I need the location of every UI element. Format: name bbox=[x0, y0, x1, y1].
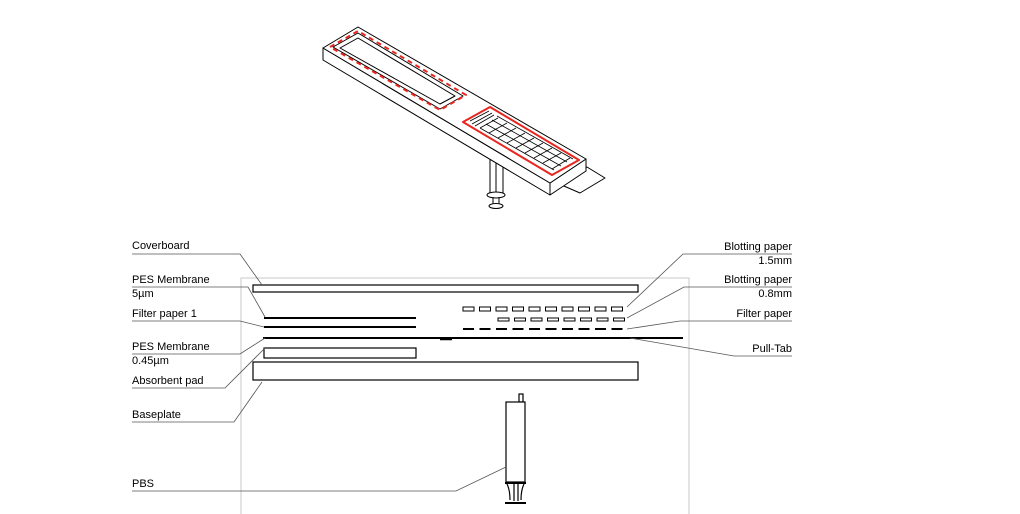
label-filter-paper-1: Filter paper 1 bbox=[132, 308, 197, 320]
label-pbs: PBS bbox=[132, 478, 155, 490]
inlet-well-outline bbox=[329, 30, 467, 111]
label-filter-paper: Filter paper bbox=[736, 308, 792, 320]
label-blotting-0-8mm-title: Blotting paper bbox=[724, 274, 792, 286]
label-blotting-0-8mm-size: 0.8mm bbox=[758, 288, 792, 300]
leader-lines bbox=[132, 253, 792, 492]
label-pes-5um-size: 5µm bbox=[132, 288, 154, 300]
baseplate-layer bbox=[252, 361, 639, 381]
label-pes-045um-size: 0.45µm bbox=[132, 355, 169, 367]
absorbent-pad-layer bbox=[263, 347, 417, 359]
frame bbox=[240, 277, 690, 514]
label-absorbent-pad: Absorbent pad bbox=[132, 375, 204, 387]
layer-stack bbox=[252, 284, 683, 381]
grid-window bbox=[462, 106, 580, 176]
coverboard-layer bbox=[252, 284, 639, 293]
inlet-well bbox=[332, 32, 464, 110]
isometric-device bbox=[322, 26, 606, 209]
label-blotting-1-5mm-title: Blotting paper bbox=[724, 241, 792, 253]
pbs-syringe bbox=[505, 393, 526, 504]
label-pull-tab: Pull-Tab bbox=[752, 343, 792, 355]
label-coverboard: Coverboard bbox=[132, 240, 190, 252]
label-pes-045um-title: PES Membrane bbox=[132, 341, 210, 353]
blotting-paper-0-8mm-layer bbox=[497, 317, 625, 322]
grid-cells bbox=[469, 110, 574, 171]
blotting-paper-1-5mm-layer bbox=[462, 306, 623, 312]
label-blotting-1-5mm-size: 1.5mm bbox=[758, 255, 792, 267]
label-pes-5um-title: PES Membrane bbox=[132, 274, 210, 286]
support-stem bbox=[486, 157, 506, 209]
label-baseplate: Baseplate bbox=[132, 409, 181, 421]
